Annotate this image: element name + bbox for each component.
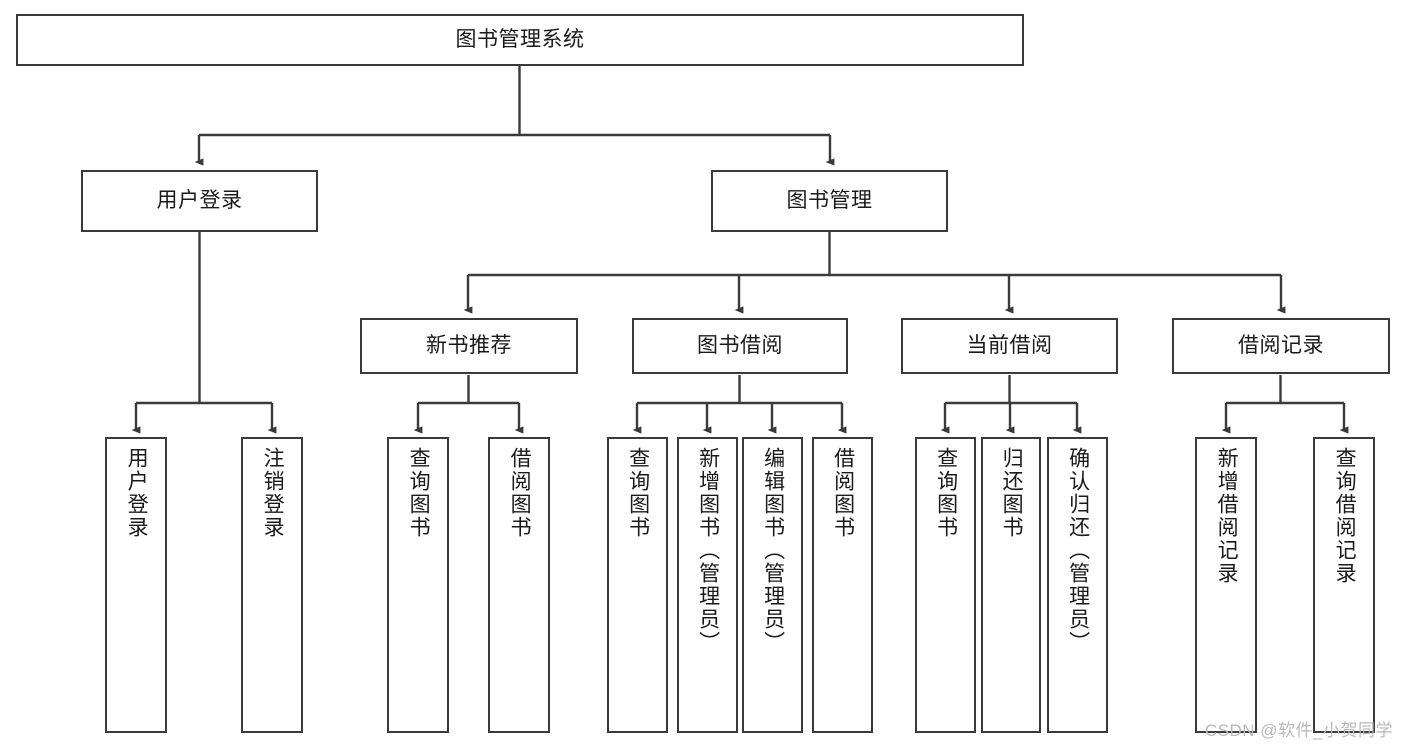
node-label: 新书推荐 (426, 333, 512, 357)
node-leaf-return-book[interactable]: 归还图书 (981, 437, 1041, 733)
node-label: 查询图书 (934, 447, 958, 539)
node-label: 新增借阅记录 (1215, 447, 1239, 585)
node-leaf-add-record[interactable]: 新增借阅记录 (1195, 437, 1257, 733)
node-label: 确认归还（管理员） (1066, 447, 1090, 654)
node-current-borrow[interactable]: 当前借阅 (901, 318, 1118, 374)
node-leaf-borrow-book-2[interactable]: 借阅图书 (812, 437, 873, 733)
node-leaf-query-record[interactable]: 查询借阅记录 (1313, 437, 1375, 733)
node-label: 借阅图书 (508, 447, 532, 539)
node-label: 图书管理系统 (455, 27, 585, 51)
node-leaf-query-book-3[interactable]: 查询图书 (915, 437, 976, 733)
node-leaf-confirm-return[interactable]: 确认归还（管理员） (1047, 437, 1108, 733)
node-label: 注销登录 (261, 447, 285, 539)
node-leaf-borrow-book-1[interactable]: 借阅图书 (488, 437, 550, 733)
node-label: 查询借阅记录 (1333, 447, 1357, 585)
node-borrow-record[interactable]: 借阅记录 (1172, 318, 1390, 374)
node-label: 用户登录 (125, 447, 149, 539)
node-label: 当前借阅 (966, 333, 1053, 357)
node-leaf-query-book-2[interactable]: 查询图书 (607, 437, 668, 733)
node-label: 图书借阅 (697, 333, 783, 357)
node-leaf-query-book-1[interactable]: 查询图书 (387, 437, 449, 733)
node-book-management[interactable]: 图书管理 (711, 170, 948, 232)
node-root-system[interactable]: 图书管理系统 (16, 14, 1024, 66)
node-label: 图书管理 (786, 188, 873, 212)
node-label: 新增图书（管理员） (696, 447, 720, 654)
node-label: 借阅图书 (831, 447, 855, 539)
node-leaf-user-login[interactable]: 用户登录 (105, 437, 167, 733)
node-label: 用户登录 (156, 188, 243, 212)
node-label: 编辑图书（管理员） (761, 447, 785, 654)
node-label: 查询图书 (626, 447, 650, 539)
node-label: 归还图书 (1000, 447, 1024, 539)
node-leaf-edit-book[interactable]: 编辑图书（管理员） (742, 437, 803, 733)
node-book-borrow[interactable]: 图书借阅 (632, 318, 848, 374)
node-leaf-logout[interactable]: 注销登录 (241, 437, 303, 733)
node-label: 借阅记录 (1238, 333, 1324, 357)
node-label: 查询图书 (407, 447, 431, 539)
watermark-text: CSDN @软件_小贺同学 (1204, 721, 1393, 740)
node-new-book-recommend[interactable]: 新书推荐 (360, 318, 578, 374)
node-user-login[interactable]: 用户登录 (81, 170, 318, 232)
node-leaf-add-book[interactable]: 新增图书（管理员） (677, 437, 738, 733)
